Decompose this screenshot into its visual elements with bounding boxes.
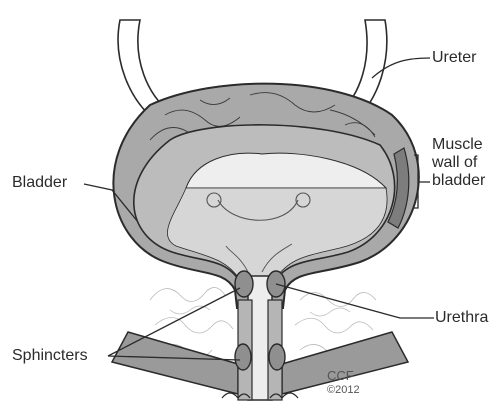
label-muscle-wall: Muscle wall of bladder bbox=[432, 136, 485, 190]
label-bladder: Bladder bbox=[12, 174, 67, 192]
credit-org: CCF bbox=[327, 368, 354, 383]
label-urethra: Urethra bbox=[435, 309, 488, 327]
external-sphincter-left bbox=[235, 344, 251, 370]
left-pelvic-muscle bbox=[112, 332, 238, 394]
label-muscle-wall-line-2: wall of bbox=[432, 154, 485, 172]
label-ureter: Ureter bbox=[432, 49, 476, 67]
label-sphincters: Sphincters bbox=[12, 347, 88, 365]
label-muscle-wall-line-3: bladder bbox=[432, 172, 485, 190]
urethra-leader bbox=[276, 284, 434, 318]
internal-sphincter-left bbox=[235, 271, 253, 297]
external-sphincter-right bbox=[269, 344, 285, 370]
credit-copyright: ©2012 bbox=[327, 384, 360, 396]
label-muscle-wall-line-1: Muscle bbox=[432, 136, 485, 154]
